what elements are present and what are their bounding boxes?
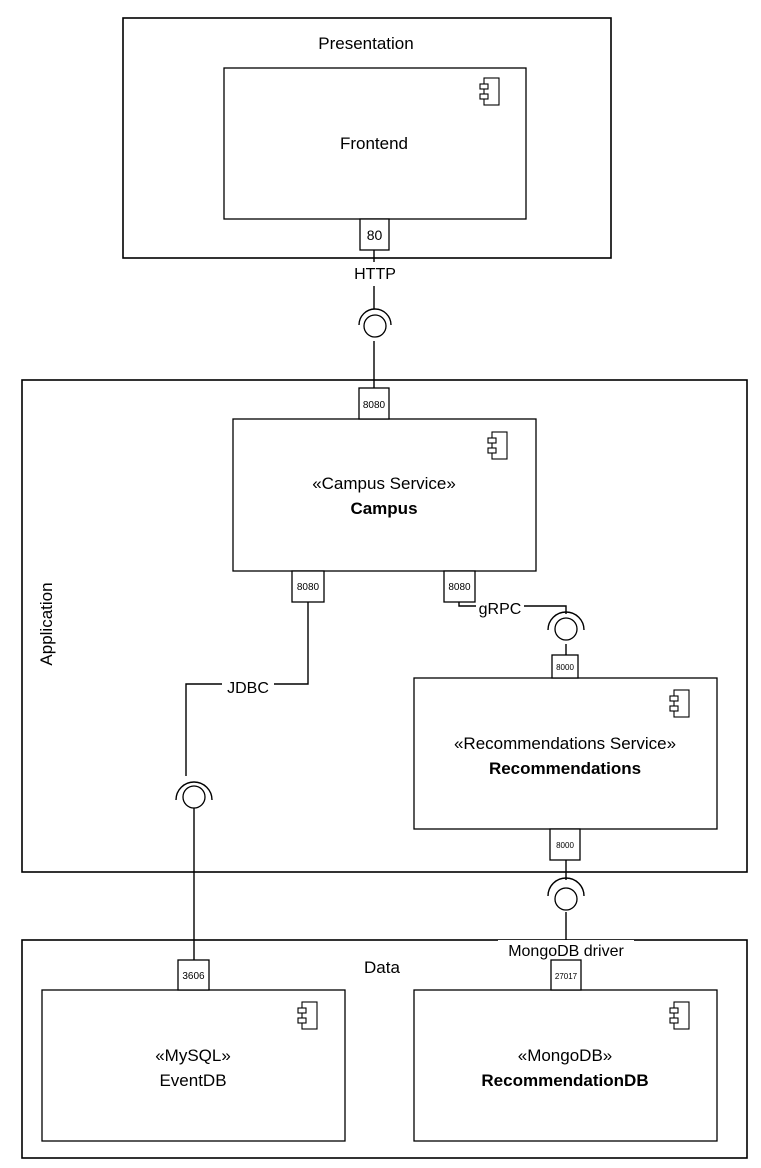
- mongodb-socket: [547, 877, 585, 897]
- recommendations-port-out-label: 8000: [556, 841, 574, 850]
- recommendations-port-in: [551, 654, 579, 679]
- recommendations-stereotype: «Recommendations Service»: [454, 734, 676, 753]
- presentation-layer-title: Presentation: [318, 34, 413, 53]
- recommendationdb-stereotype: «MongoDB»: [518, 1046, 613, 1065]
- frontend-port-label: 80: [367, 227, 383, 243]
- frontend-name: Frontend: [340, 134, 408, 153]
- campus-name: Campus: [350, 499, 417, 518]
- recommendations-component: [413, 677, 718, 830]
- grpc-interface-ball: [554, 617, 578, 641]
- recommendations-port-out: [549, 828, 581, 861]
- frontend-component: [223, 67, 527, 220]
- application-layer-title: Application: [37, 582, 56, 665]
- http-socket: [358, 308, 392, 326]
- frontend-port: [359, 218, 390, 251]
- component-icon: [669, 689, 690, 718]
- component-icon: [479, 77, 500, 106]
- recommendations-port-in-label: 8000: [556, 663, 574, 672]
- eventdb-stereotype: «MySQL»: [155, 1046, 231, 1065]
- recommendationdb-name: RecommendationDB: [481, 1071, 648, 1090]
- campus-port-in: [358, 387, 390, 420]
- campus-port-in-label: 8080: [363, 400, 386, 411]
- recommendationdb-port: [550, 959, 582, 991]
- jdbc-socket: [175, 781, 213, 801]
- grpc-label: gRPC: [479, 601, 522, 618]
- eventdb-component: [41, 989, 346, 1142]
- component-icon: [297, 1001, 318, 1030]
- recommendationdb-component: [413, 989, 718, 1142]
- campus-port-jdbc-label: 8080: [297, 582, 320, 593]
- campus-stereotype: «Campus Service»: [312, 474, 456, 493]
- eventdb-name: EventDB: [159, 1071, 226, 1090]
- jdbc-label: JDBC: [227, 680, 269, 697]
- recommendations-name: Recommendations: [489, 759, 641, 778]
- component-icon: [669, 1001, 690, 1030]
- recommendationdb-port-label: 27017: [555, 972, 578, 981]
- campus-component: [232, 418, 537, 572]
- data-layer-title: Data: [364, 958, 400, 977]
- campus-port-grpc-label: 8080: [448, 582, 471, 593]
- component-icon: [487, 431, 508, 460]
- http-label: HTTP: [354, 266, 396, 283]
- http-interface-ball: [363, 314, 387, 338]
- mongodb-label: MongoDB driver: [508, 943, 624, 960]
- jdbc-interface-ball: [182, 785, 206, 809]
- grpc-socket: [547, 611, 585, 631]
- campus-port-jdbc: [291, 570, 325, 603]
- mongodb-interface-ball: [554, 887, 578, 911]
- eventdb-port: [177, 959, 210, 991]
- campus-port-grpc: [443, 570, 476, 603]
- eventdb-port-label: 3606: [182, 971, 205, 982]
